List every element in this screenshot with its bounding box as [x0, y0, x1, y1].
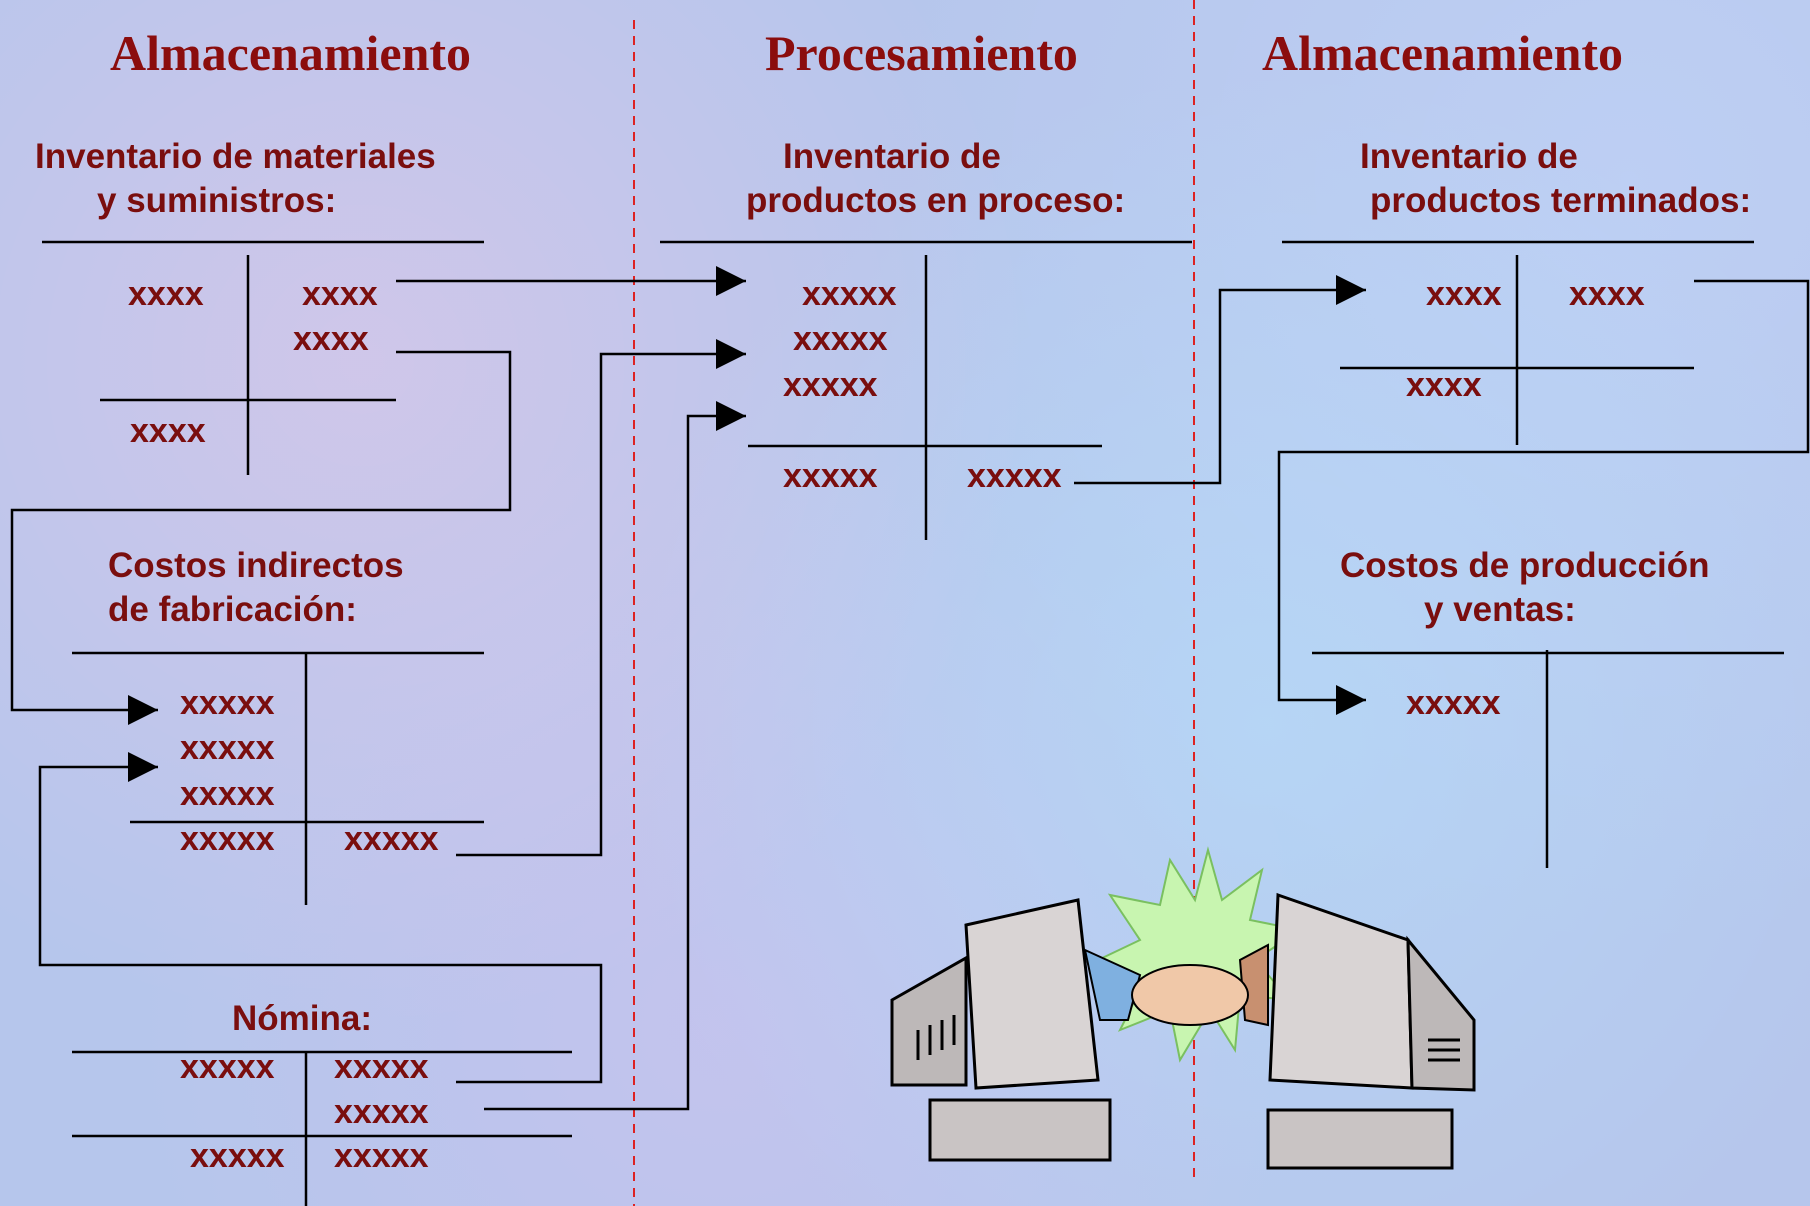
proceso-t-account [660, 240, 1192, 540]
materiales-credit-2: xxxx [293, 320, 369, 358]
header-center: Procesamiento [765, 25, 1078, 81]
proceso-title-line2: productos en proceso: [746, 181, 1125, 220]
indirectos-title-line1: Costos indirectos [108, 546, 404, 585]
proceso-debit-3: xxxxx [783, 366, 878, 404]
terminados-t-account [1282, 240, 1754, 445]
materiales-credit-1: xxxx [302, 275, 378, 313]
header-left: Almacenamiento [110, 25, 471, 81]
terminados-credit-1: xxxx [1569, 275, 1645, 313]
ventas-title-line2: y ventas: [1424, 590, 1576, 629]
arrow-proceso-to-terminados [1074, 275, 1366, 485]
proceso-credit-1: xxxxx [967, 457, 1062, 495]
arrow-indirectos-to-proceso [456, 339, 746, 857]
indirectos-debit-1: xxxxx [180, 684, 275, 722]
terminados-title-line1: Inventario de [1360, 137, 1578, 176]
nomina-debit-1: xxxxx [180, 1048, 275, 1086]
header-right: Almacenamiento [1262, 25, 1623, 81]
flow-connectors [10, 266, 1810, 1111]
materiales-debit-1: xxxx [128, 275, 204, 313]
ventas-t-account [1312, 650, 1784, 868]
indirectos-credit-1: xxxxx [344, 820, 439, 858]
nomina-credit-1: xxxxx [334, 1048, 429, 1086]
indirectos-debit-3: xxxxx [180, 775, 275, 813]
nomina-debit-2: xxxxx [190, 1137, 285, 1175]
ventas-title-line1: Costos de producción [1340, 546, 1709, 585]
spark-burst [1096, 846, 1303, 1063]
materiales-title-line2: y suministros: [97, 181, 336, 220]
left-monitor-base [928, 1098, 1112, 1162]
materiales-t-account [42, 240, 484, 475]
arrow-materiales-to-indirectos [10, 350, 512, 725]
materiales-debit-2: xxxx [130, 412, 206, 450]
nomina-credit-3: xxxxx [334, 1137, 429, 1175]
arrow-nomina-to-indirectos [38, 752, 603, 1084]
proceso-debit-1: xxxxx [802, 275, 897, 313]
right-sleeve [1238, 943, 1269, 1027]
terminados-title-line2: productos terminados: [1370, 181, 1751, 220]
indirectos-t-account [72, 651, 484, 905]
right-monitor-back [1268, 892, 1414, 1090]
left-monitor-back [964, 898, 1100, 1090]
ventas-debit-1: xxxxx [1406, 684, 1501, 722]
materiales-title-line1: Inventario de materiales [35, 137, 436, 176]
proceso-title-line1: Inventario de [783, 137, 1001, 176]
arrow-terminados-to-ventas [1277, 279, 1810, 715]
indirectos-title-line2: de fabricación: [108, 590, 357, 629]
terminados-debit-2: xxxx [1406, 366, 1482, 404]
indirectos-debit-2: xxxxx [180, 729, 275, 767]
nomina-title: Nómina: [232, 999, 372, 1038]
nomina-t-account [72, 1050, 572, 1206]
handshake-icon [1131, 964, 1249, 1026]
right-monitor-side [1406, 935, 1476, 1092]
right-monitor-base [1266, 1108, 1454, 1170]
left-sleeve [1083, 948, 1142, 1021]
proceso-debit-2: xxxxx [793, 320, 888, 358]
terminados-debit-1: xxxx [1426, 275, 1502, 313]
indirectos-debit-4: xxxxx [180, 820, 275, 858]
arrow-nomina-to-proceso [484, 401, 746, 1111]
left-monitor-side [890, 955, 968, 1087]
handshake-computers-illustration [890, 846, 1476, 1170]
nomina-credit-2: xxxxx [334, 1093, 429, 1131]
proceso-debit-4: xxxxx [783, 457, 878, 495]
